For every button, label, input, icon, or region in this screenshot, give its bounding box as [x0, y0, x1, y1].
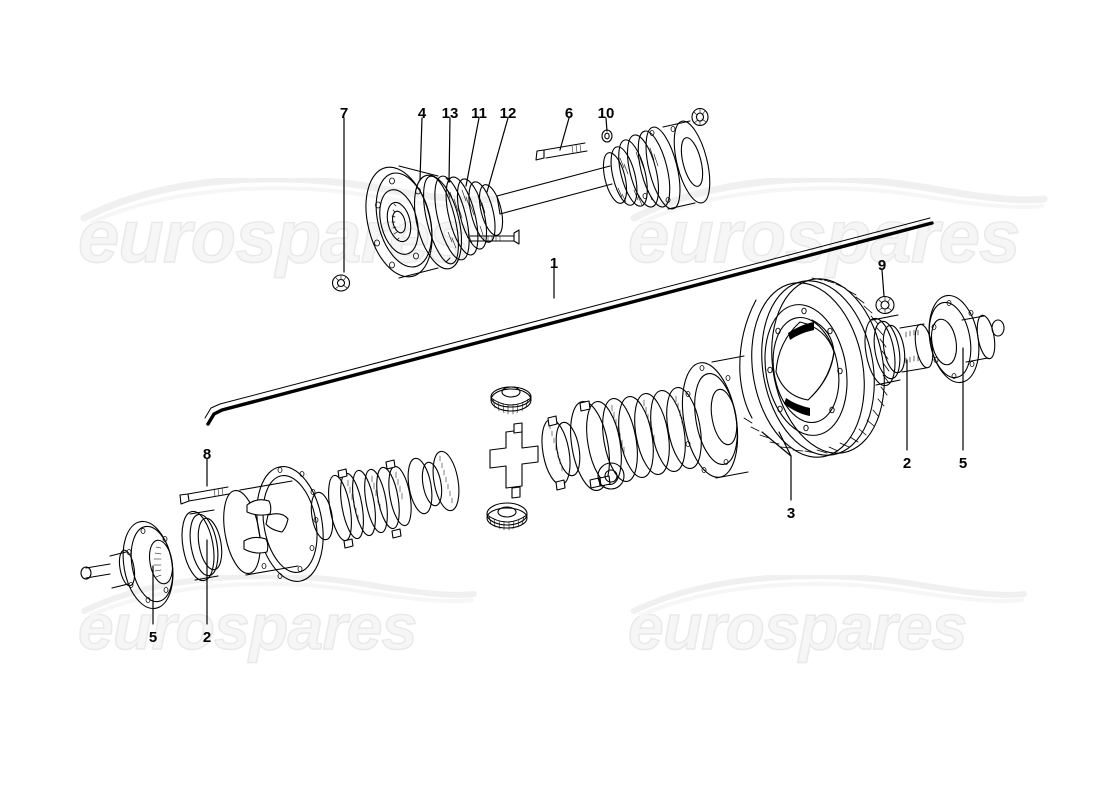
callout-label: 9 — [877, 257, 887, 274]
callout-label: 10 — [597, 105, 615, 122]
drive-shaft-tube — [496, 165, 613, 215]
output-flange-right — [928, 294, 1005, 384]
cv-joint-housing-left — [365, 165, 463, 279]
bolt-8 — [179, 486, 230, 505]
lower-differential-assembly — [80, 277, 1005, 610]
cv-boot-right — [602, 130, 671, 208]
callout-label: 2 — [902, 455, 912, 472]
callout-2-right: 2 — [903, 456, 911, 471]
cross-pin-spider — [489, 422, 539, 499]
callout-label: 5 — [958, 455, 968, 472]
callout-10: 10 — [598, 106, 615, 121]
callout-label: 12 — [499, 105, 517, 122]
side-gear-left — [407, 450, 460, 515]
callout-8: 8 — [203, 447, 211, 462]
cv-boot — [423, 175, 504, 265]
callout-label: 8 — [202, 446, 212, 463]
callout-label: 13 — [441, 105, 459, 122]
nut-9 — [875, 295, 895, 315]
callout-1: 1 — [550, 256, 558, 271]
callout-7: 7 — [340, 106, 348, 121]
carrier-right-half — [570, 386, 702, 491]
bearing-left — [181, 509, 223, 582]
callout-label: 5 — [148, 629, 158, 646]
nut-7 — [331, 274, 351, 292]
callout-3: 3 — [787, 506, 795, 521]
callout-6: 6 — [565, 106, 573, 121]
pinion-gear-top — [490, 386, 532, 415]
side-gear-right — [541, 415, 581, 491]
callout-4: 4 — [418, 106, 426, 121]
callout-label: 6 — [564, 105, 574, 122]
clutch-pack-left — [328, 459, 412, 549]
callout-label: 4 — [417, 105, 427, 122]
callout-2-left: 2 — [203, 630, 211, 645]
callout-label: 11 — [471, 105, 487, 122]
upper-drive-shaft-assembly — [331, 107, 711, 292]
cv-joint-flange-right — [642, 120, 711, 210]
differential-carrier-housing — [223, 466, 334, 582]
callout-label: 2 — [202, 629, 212, 646]
part-axle-housing-bar — [204, 217, 934, 426]
callout-5-left: 5 — [149, 630, 157, 645]
bolt-lower-upper-assembly — [469, 229, 520, 245]
bolt-6 — [535, 142, 588, 161]
callout-12: 12 — [500, 106, 517, 121]
callout-9: 9 — [878, 258, 886, 273]
ring-gear-crown-wheel — [739, 277, 890, 458]
washer-10 — [601, 129, 613, 143]
pinion-gear-bottom — [486, 502, 528, 531]
bearing-right — [864, 314, 906, 387]
output-stub-right — [899, 323, 934, 373]
leader-lines — [152, 117, 964, 625]
callout-label: 7 — [339, 105, 349, 122]
callout-11: 11 — [471, 106, 487, 121]
carrier-flange-right — [681, 355, 749, 479]
callout-label: 3 — [786, 505, 796, 522]
callout-label: 1 — [549, 255, 559, 272]
output-flange-left — [80, 520, 174, 610]
nut-top-right — [691, 107, 709, 127]
callout-5-right: 5 — [959, 456, 967, 471]
callout-13: 13 — [442, 106, 459, 121]
